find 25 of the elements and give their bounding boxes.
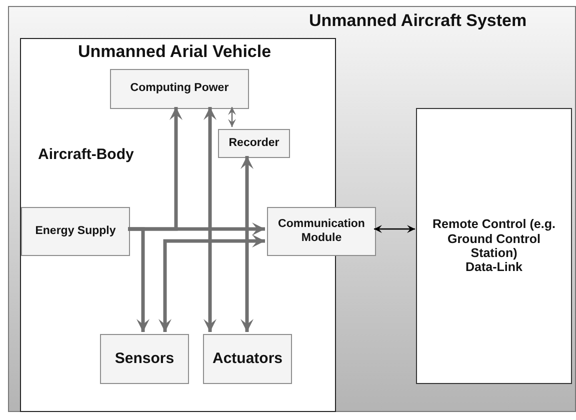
box-label: Computing Power [130, 82, 229, 96]
process-box [21, 207, 130, 256]
process-box [218, 129, 290, 158]
arrow [240, 156, 254, 332]
process-box [100, 334, 189, 384]
box-label: Communication Module [277, 218, 366, 245]
box-label: Actuators [212, 350, 282, 368]
system-boundary-box [8, 6, 576, 412]
arrow [128, 227, 150, 332]
arrow [374, 225, 415, 233]
process-box [203, 334, 292, 384]
group-title: Unmanned Arial Vehicle [78, 42, 272, 62]
arrow [158, 234, 265, 332]
box-label: Recorder [228, 136, 280, 150]
process-box [267, 207, 376, 256]
box-label: Data-Link [466, 260, 522, 275]
box-label: Sensors [114, 350, 174, 368]
area-label: Aircraft-Body [38, 146, 134, 163]
arrow [204, 107, 216, 332]
remote-control-box [416, 108, 572, 384]
box-label: Energy Supply [35, 224, 116, 238]
box-label: Remote Control (e.g. Ground Control Station) [432, 217, 556, 260]
group-title: Unmanned Aircraft System [309, 11, 527, 31]
process-box [110, 69, 249, 109]
arrow [228, 107, 236, 127]
